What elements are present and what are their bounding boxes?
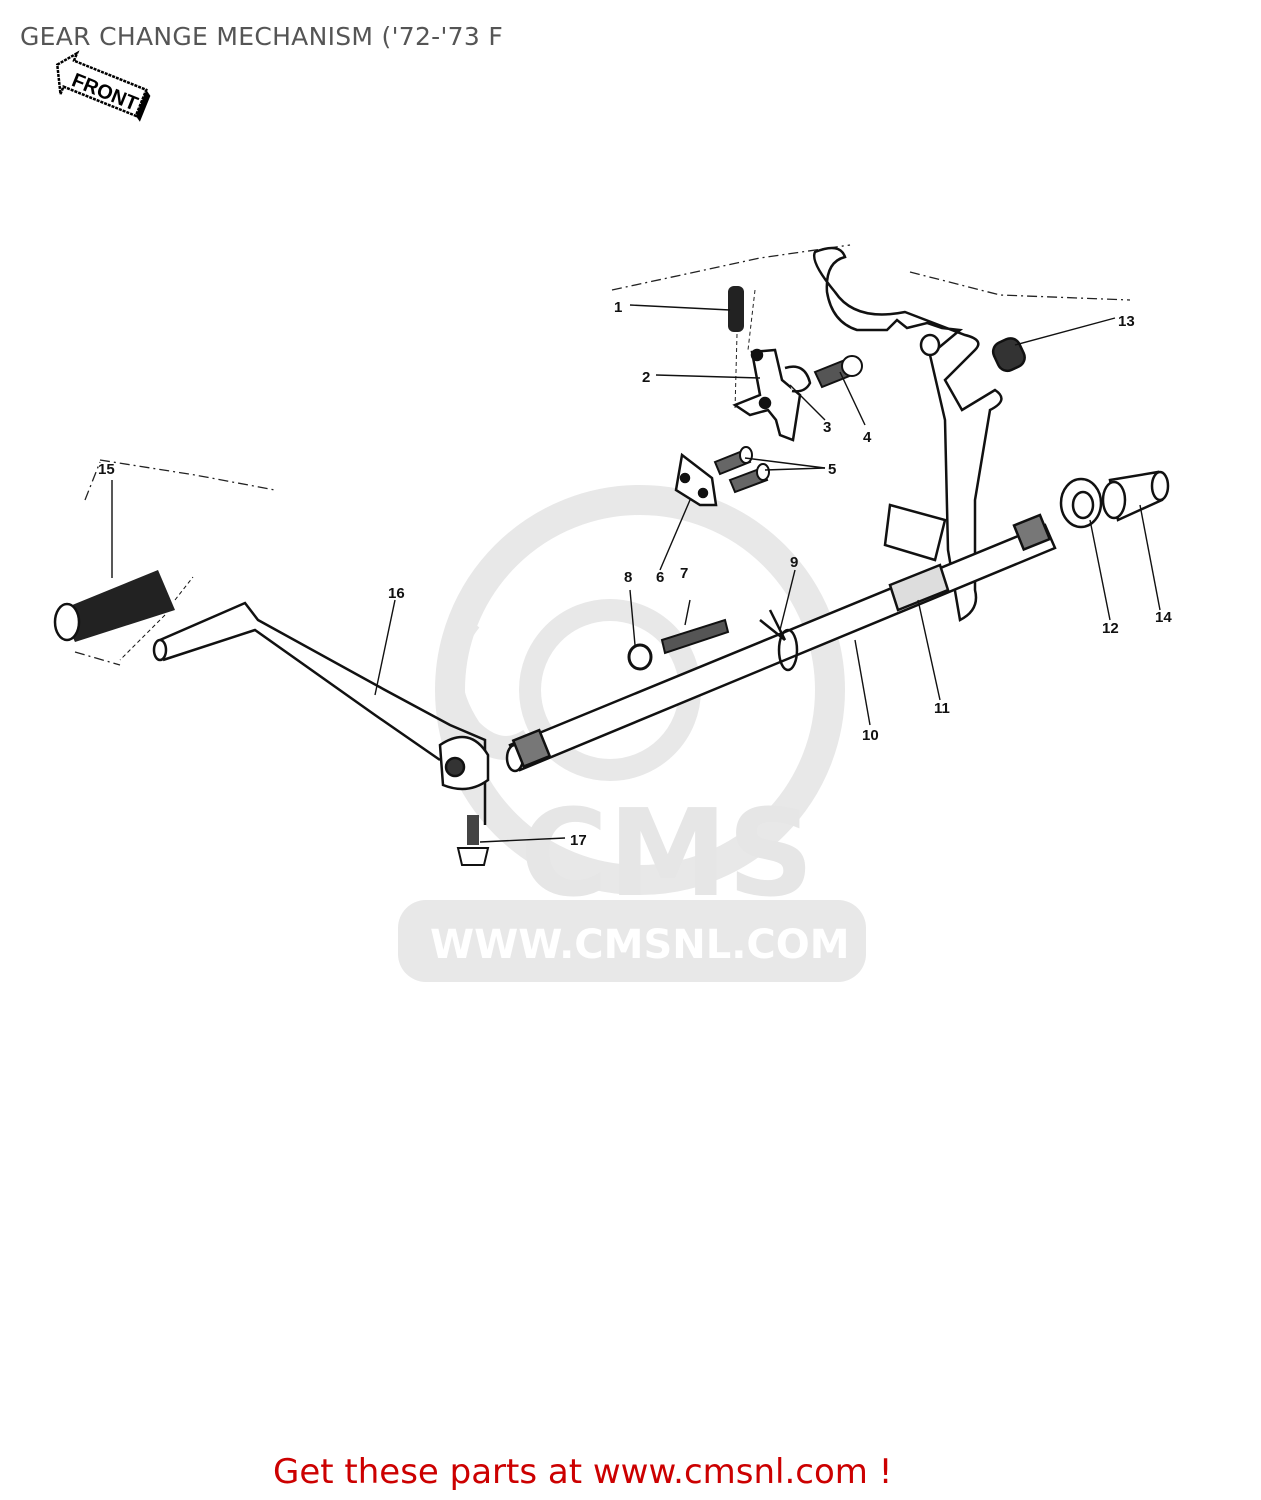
part-9-clip	[759, 609, 799, 672]
callout-9[interactable]: 9	[790, 554, 798, 571]
part-12-washer	[1059, 477, 1103, 529]
callout-4[interactable]: 4	[863, 429, 872, 446]
part-5-bolts	[713, 446, 770, 494]
callout-2[interactable]: 2	[642, 369, 650, 386]
part-4-bolt	[813, 355, 863, 389]
callout-7[interactable]: 7	[680, 565, 688, 582]
callout-1[interactable]: 1	[614, 299, 622, 316]
callout-10[interactable]: 10	[862, 727, 879, 744]
callout-12[interactable]: 12	[1102, 620, 1119, 637]
part-7-pin	[660, 618, 730, 655]
callout-6[interactable]: 6	[656, 569, 664, 586]
cta-link[interactable]: Get these parts at www.cmsnl.com !	[273, 1452, 893, 1492]
callout-16[interactable]: 16	[388, 585, 405, 602]
callout-5[interactable]: 5	[828, 461, 836, 478]
part-8-nut	[627, 643, 653, 671]
part-14-bushing	[1101, 470, 1170, 522]
callout-13[interactable]: 13	[1118, 313, 1135, 330]
callout-8[interactable]: 8	[624, 569, 632, 586]
callout-labels: 1 2 3 4 5 6 7 8 9 10 11 12 13 14 15 16 1…	[98, 299, 1172, 849]
callout-3[interactable]: 3	[823, 419, 831, 436]
part-10-shaft	[505, 513, 1057, 773]
front-arrow-icon: FRONT	[55, 50, 151, 122]
callout-17[interactable]: 17	[570, 832, 587, 849]
callout-14[interactable]: 14	[1155, 609, 1172, 626]
part-13-shift-arm	[812, 246, 1026, 622]
part-6-plate	[674, 452, 718, 507]
callout-11[interactable]: 11	[934, 700, 950, 717]
callout-15[interactable]: 15	[98, 461, 115, 478]
part-1-spring	[728, 286, 756, 411]
cmsnl-watermark: CMS WWW.CMSNL.COM	[398, 485, 866, 982]
watermark-url: WWW.CMSNL.COM	[430, 922, 850, 968]
page-title: GEAR CHANGE MECHANISM ('72-'73 F	[20, 22, 504, 51]
part-17-bolt	[456, 815, 490, 866]
part-16-change-pedal	[152, 601, 490, 825]
part-15-pedal-rubber	[53, 570, 194, 661]
part-2-3-lever	[732, 348, 812, 442]
